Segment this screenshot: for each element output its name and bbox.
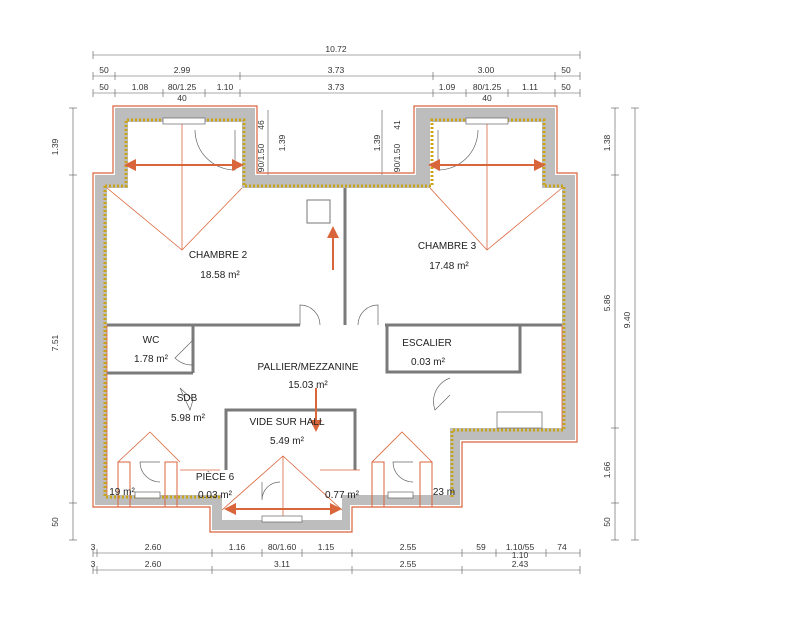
room-area-pallier: 15.03 m² <box>288 380 328 391</box>
top-dimensions: 10.72 50 2.99 3.73 3.00 50 50 1.08 80/1.… <box>92 44 581 103</box>
dim-bot-r2-1: 2.60 <box>145 559 162 569</box>
dim-top-r1-3: 3.00 <box>478 65 495 75</box>
dim-bot-r1-8: 74 <box>557 542 567 552</box>
dim-right-3: 50 <box>602 517 612 527</box>
dim-bot-r2-4: 1.10 <box>512 550 529 560</box>
dim-right-1: 5.86 <box>602 294 612 311</box>
dim-top-r2-10: 50 <box>561 82 571 92</box>
room-area-chambre2: 18.58 m² <box>200 270 240 281</box>
right-dimensions: 1.38 5.86 1.66 50 9.40 <box>602 107 639 541</box>
dim-bot-r1-3: 80/1.60 <box>268 542 297 552</box>
dim-right-2: 1.66 <box>602 461 612 478</box>
dim-win-0: 46 <box>256 120 266 130</box>
dim-left-1: 7.51 <box>50 334 60 351</box>
roof-lines <box>106 122 563 520</box>
dim-bot-r2-5: 2.43 <box>512 559 529 569</box>
dim-left-2: 50 <box>50 517 60 527</box>
direction-arrows <box>124 159 546 515</box>
dim-bot-r2-0: 3 <box>91 559 96 569</box>
room-name-pallier: PALLIER/MEZZANINE <box>258 362 359 373</box>
dim-right-outer: 9.40 <box>622 311 632 328</box>
dim-top-r2-4: 1.10 <box>217 82 234 92</box>
window-dimensions: 46 90/1.50 1.39 1.39 90/1.50 41 <box>256 110 402 175</box>
room-area-small-mid: 0.77 m² <box>325 490 360 501</box>
dim-win-3: 1.39 <box>372 134 382 151</box>
dim-win-1: 90/1.50 <box>256 144 266 173</box>
dim-top-r1-4: 50 <box>561 65 571 75</box>
room-area-small-left: 19 m² <box>109 487 135 498</box>
room-area-chambre3: 17.48 m² <box>429 261 469 272</box>
exterior-walls <box>92 105 578 533</box>
dim-bot-r1-1: 2.60 <box>145 542 162 552</box>
dim-win-2: 1.39 <box>277 134 287 151</box>
room-area-escalier: 0.03 m² <box>411 357 446 368</box>
room-area-vide: 5.49 m² <box>270 436 305 447</box>
dim-bot-r2-2: 3.11 <box>274 559 290 569</box>
dim-top-r1-2: 3.73 <box>328 65 345 75</box>
dim-win-4: 90/1.50 <box>392 144 402 173</box>
windows <box>134 117 543 523</box>
dim-left-0: 1.39 <box>50 138 60 155</box>
dim-top-r2-6: 1.09 <box>439 82 456 92</box>
room-name-escalier: ESCALIER <box>402 338 451 349</box>
dim-top-r2-9: 1.11 <box>522 82 538 92</box>
dim-top-r2-0: 50 <box>99 82 109 92</box>
dim-bot-r1-4: 1.15 <box>318 542 335 552</box>
dim-top-r2-8: 40 <box>482 93 492 103</box>
interior-walls <box>107 188 562 470</box>
dim-top-r2-3: 40 <box>177 93 187 103</box>
room-area-small-right: 23 m <box>433 487 455 498</box>
dim-top-r2-2: 80/1.25 <box>168 82 197 92</box>
dim-bot-r1-7: 1.10/55 <box>506 542 535 552</box>
dim-bot-r1-0: 3 <box>91 542 96 552</box>
room-area-sdb: 5.98 m² <box>171 413 206 424</box>
room-area-wc: 1.78 m² <box>134 354 169 365</box>
room-name-wc: WC <box>143 335 160 346</box>
dim-bot-r1-6: 59 <box>476 542 486 552</box>
dim-top-r1-0: 50 <box>99 65 109 75</box>
doors <box>139 129 479 501</box>
room-area-piece6: 0.03 m² <box>198 490 233 501</box>
dim-right-0: 1.38 <box>602 134 612 151</box>
dim-win-5: 41 <box>392 120 402 130</box>
dim-bot-r1-2: 1.16 <box>229 542 246 552</box>
room-name-vide: VIDE SUR HALL <box>249 417 324 428</box>
room-labels: CHAMBRE 2 18.58 m² CHAMBRE 3 17.48 m² WC… <box>109 241 476 501</box>
dim-top-r2-7: 80/1.25 <box>473 82 502 92</box>
dim-top-total: 10.72 <box>325 44 347 54</box>
dim-bot-r2-3: 2.55 <box>400 559 417 569</box>
room-name-chambre3: CHAMBRE 3 <box>418 241 477 252</box>
dim-bot-r1-5: 2.55 <box>400 542 417 552</box>
room-name-chambre2: CHAMBRE 2 <box>189 250 248 261</box>
dim-top-r2-1: 1.08 <box>132 82 149 92</box>
room-name-piece6: PIÈCE 6 <box>196 470 235 483</box>
room-name-sdb: SDB <box>177 393 198 404</box>
dim-top-r1-1: 2.99 <box>174 65 191 75</box>
bottom-dimensions: 3 2.60 1.16 80/1.60 1.15 2.55 59 1.10/55… <box>91 542 581 574</box>
dim-top-r2-5: 3.73 <box>328 82 345 92</box>
left-dimensions: 1.39 7.51 50 <box>50 107 77 541</box>
